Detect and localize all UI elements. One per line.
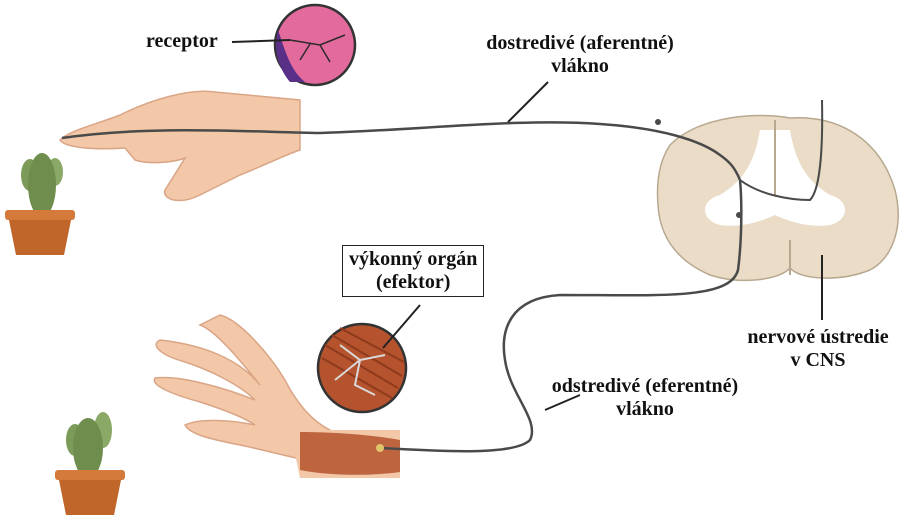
hand-top — [59, 90, 301, 202]
efferent-leader — [544, 394, 581, 411]
afferent-label-line2: vlákno — [551, 55, 609, 77]
afferent-label-line1: dostredivé (aferentné) — [486, 32, 674, 54]
effector-label: výkonný orgán (efektor) — [342, 245, 485, 297]
cactus-top — [5, 153, 75, 255]
effector-label-line2: (efektor) — [375, 271, 451, 293]
afferent-leader — [507, 81, 549, 123]
efferent-label-line1: odstredivé (eferentné) — [551, 375, 739, 397]
efferent-fiber — [379, 179, 743, 453]
afferent-ganglion — [655, 119, 661, 125]
center-label: nervové ústredie v CNS — [726, 326, 910, 372]
efferent-label-line2: vlákno — [616, 398, 674, 420]
center-label-line2: v CNS — [790, 349, 846, 371]
efferent-fiber-label: odstredivé (eferentné) vlákno — [520, 375, 770, 421]
cactus-bottom — [55, 412, 125, 515]
afferent-fiber-label: dostredivé (aferentné) vlákno — [450, 32, 710, 78]
effector-label-line1: výkonný orgán — [349, 248, 478, 270]
afferent-fiber — [61, 121, 742, 181]
effector-magnifier — [316, 304, 421, 414]
hand-bottom — [153, 314, 400, 478]
center-label-line1: nervové ústredie — [747, 326, 889, 348]
receptor-label: receptor — [146, 30, 218, 52]
receptor-magnifier — [231, 3, 357, 87]
